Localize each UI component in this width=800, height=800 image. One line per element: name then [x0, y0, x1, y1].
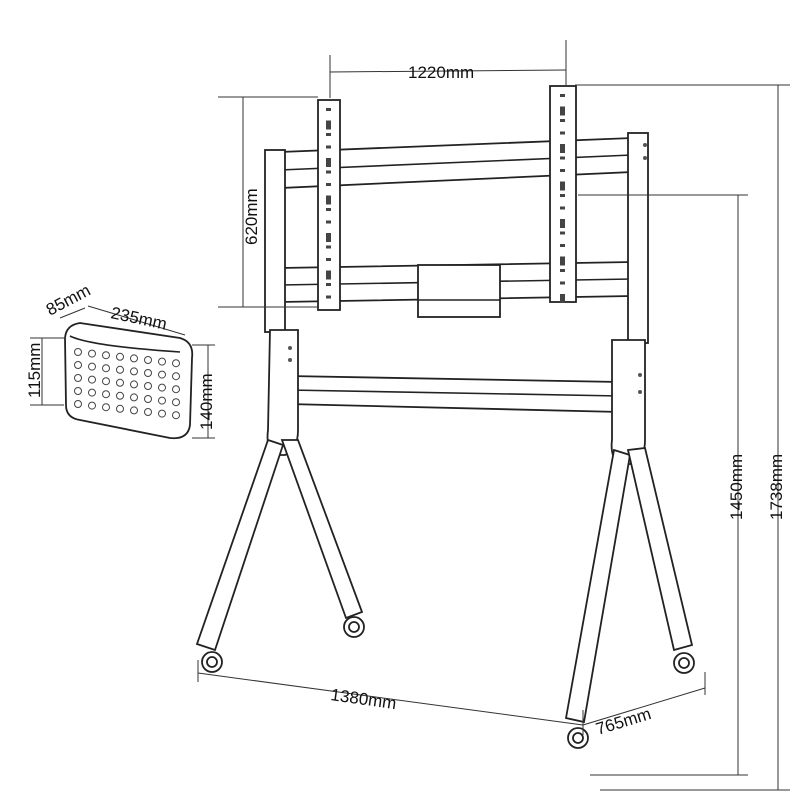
mount-hole [326, 133, 331, 136]
basket-hole [116, 391, 124, 400]
wheel [201, 651, 223, 673]
basket-hole [144, 408, 152, 416]
basket-hole [116, 404, 124, 413]
basket-hole [130, 393, 138, 402]
basket-hole [74, 348, 82, 356]
mount-hole [560, 169, 565, 172]
label-vesa-width: 1220mm [408, 63, 474, 82]
mount-hole [560, 281, 565, 285]
basket-hole [130, 406, 138, 415]
mount-hole [560, 269, 565, 272]
basket-hole [144, 369, 152, 377]
mount-hole [326, 120, 331, 130]
mount-hole [560, 231, 565, 235]
basket-hole [88, 388, 96, 397]
label-base-depth: 765mm [594, 704, 654, 739]
basket-hole [144, 356, 152, 364]
mount-hole [326, 108, 331, 111]
basket-hole [158, 383, 166, 392]
wheel [567, 727, 589, 749]
basket-hole [116, 352, 124, 361]
mount-hole [560, 131, 565, 135]
mount-hole [560, 256, 565, 266]
mount-hole [560, 119, 565, 122]
basket-hole [74, 361, 82, 369]
label-basket-inner-height: 115mm [25, 343, 44, 398]
label-basket-depth: 85mm [43, 281, 94, 320]
mount-hole [326, 245, 331, 249]
label-vesa-height: 620mm [242, 188, 261, 245]
mount-hole [560, 294, 565, 303]
basket-hole [130, 380, 138, 389]
label-basket-height: 140mm [197, 373, 216, 430]
basket-hole [158, 396, 166, 405]
mount-hole [560, 106, 565, 116]
basket-hole [172, 372, 180, 381]
basket [64, 322, 194, 440]
mount-hole [326, 220, 331, 224]
basket-hole [158, 409, 166, 418]
left-upright [195, 149, 365, 673]
mount-hole [560, 94, 565, 97]
mount-hole [326, 195, 331, 205]
mount-hole [326, 208, 331, 211]
dimension-lines [30, 40, 790, 791]
right-upright [564, 132, 695, 749]
left-mount-plate [317, 99, 341, 311]
basket-hole [88, 375, 96, 384]
mount-hole [560, 156, 565, 160]
label-stand-height-max: 1738mm [767, 454, 786, 520]
basket-hole [158, 357, 166, 366]
basket-hole [130, 367, 138, 376]
basket-hole [102, 403, 110, 412]
mount-hole [326, 183, 331, 186]
basket-hole [88, 401, 96, 410]
mount-hole [326, 233, 331, 242]
basket-hole [102, 364, 110, 373]
basket-hole [102, 377, 110, 386]
mount-hole [326, 158, 331, 167]
mount-hole [326, 145, 331, 149]
basket-hole [102, 390, 110, 399]
mount-hole [326, 295, 331, 299]
mount-box [417, 264, 501, 318]
basket-hole [172, 398, 180, 407]
basket-hole [88, 349, 96, 358]
basket-hole [116, 378, 124, 387]
mount-hole [326, 170, 331, 174]
label-stand-height-min: 1450mm [727, 454, 746, 520]
basket-hole [116, 365, 124, 374]
right-mount-plate [549, 85, 577, 303]
mount-hole [326, 283, 331, 286]
mount-hole [326, 258, 331, 261]
basket-hole [144, 382, 152, 390]
mount-hole [560, 194, 565, 197]
basket-hole [130, 354, 138, 363]
lower-crossbar [287, 375, 621, 413]
basket-hole [172, 385, 180, 394]
basket-hole [74, 374, 82, 382]
mount-hole [560, 181, 565, 191]
basket-hole [74, 400, 82, 408]
basket-hole [88, 362, 96, 371]
wheel [343, 616, 365, 638]
wheel [673, 652, 695, 674]
mount-hole [560, 144, 565, 153]
basket-hole [144, 395, 152, 403]
basket-hole [172, 411, 180, 420]
basket-hole [74, 387, 82, 395]
mount-hole [326, 270, 331, 280]
mount-hole [560, 206, 565, 210]
basket-hole [158, 370, 166, 379]
mount-hole [560, 244, 565, 247]
basket-hole [172, 359, 180, 368]
basket-hole [102, 351, 110, 360]
label-base-width: 1380mm [329, 685, 397, 713]
mount-hole [560, 219, 565, 228]
